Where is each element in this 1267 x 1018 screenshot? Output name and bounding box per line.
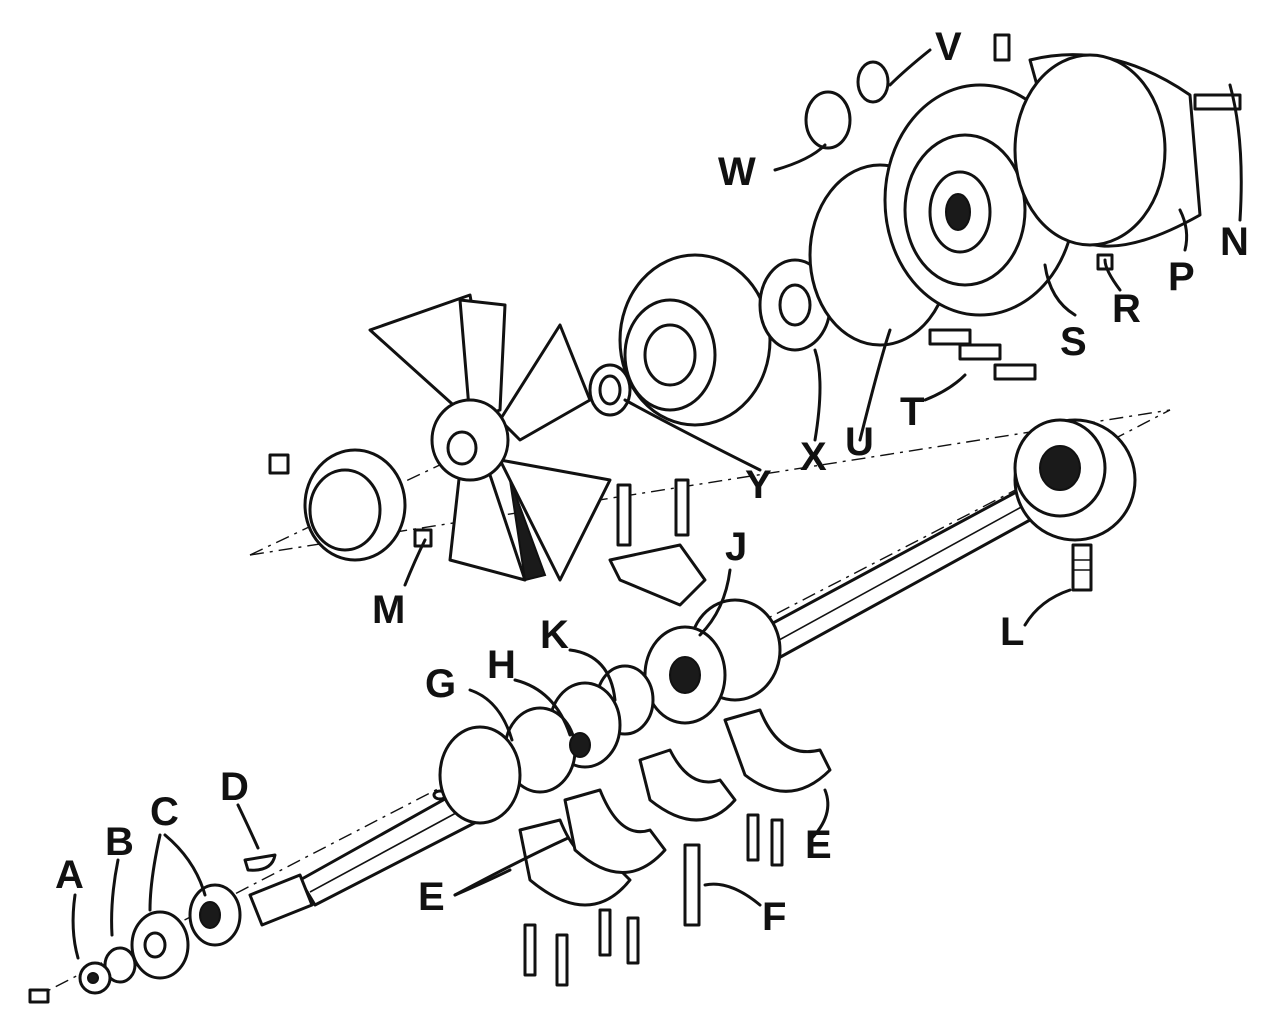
label-a: A [55, 853, 84, 897]
label-p: P [1168, 255, 1195, 299]
label-u: U [845, 420, 874, 464]
bearing-caps [518, 543, 832, 907]
label-m: M [372, 588, 405, 632]
label-e-right: E [805, 823, 832, 867]
leader-arrows [71, 48, 1243, 960]
crank-throws [438, 598, 782, 825]
label-w: W [718, 150, 756, 194]
label-h: H [487, 643, 516, 687]
part-labels: A B C D E E F G H K J L M N P R S T U V … [55, 25, 1249, 939]
fan [268, 293, 612, 582]
label-b: B [105, 820, 134, 864]
label-e-left: E [418, 875, 445, 919]
label-g: G [425, 662, 456, 706]
label-c: C [150, 790, 179, 834]
label-v: V [935, 25, 962, 69]
label-x: X [800, 435, 827, 479]
bolts [523, 478, 784, 987]
label-k: K [540, 613, 569, 657]
label-n: N [1220, 220, 1249, 264]
label-t: T [900, 390, 924, 434]
label-d: D [220, 765, 249, 809]
label-y: Y [745, 463, 772, 507]
label-r: R [1112, 287, 1141, 331]
label-f: F [762, 895, 786, 939]
label-j: J [725, 525, 747, 569]
front-end-parts [28, 853, 277, 1004]
label-l: L [1000, 610, 1024, 654]
rear-bearing-housing [1013, 418, 1137, 592]
label-s: S [1060, 320, 1087, 364]
rotor-assembly [804, 33, 1242, 381]
